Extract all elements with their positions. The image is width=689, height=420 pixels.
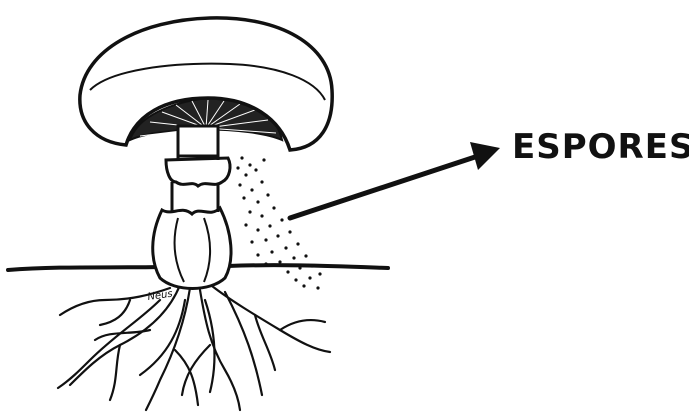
artist-signature: Neus bbox=[147, 289, 173, 303]
spores-label: ESPORES bbox=[512, 130, 689, 164]
arrow bbox=[290, 142, 500, 218]
roots bbox=[58, 285, 330, 410]
spores bbox=[236, 156, 321, 289]
volva bbox=[153, 208, 231, 289]
ring bbox=[166, 158, 230, 186]
stem bbox=[172, 182, 218, 212]
